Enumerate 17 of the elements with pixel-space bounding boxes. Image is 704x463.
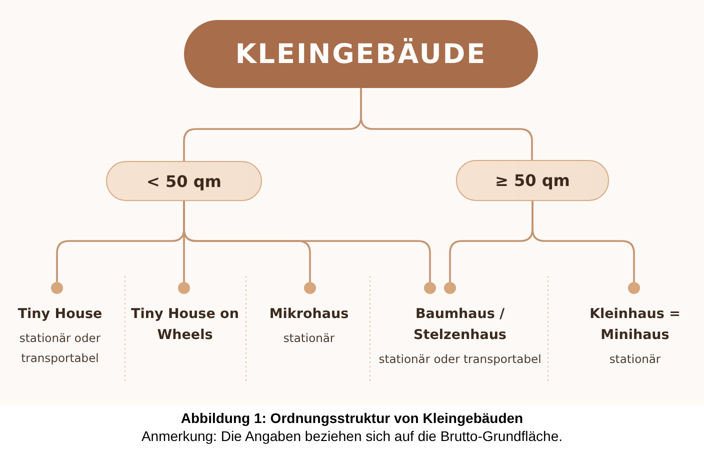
- category-title: Kleinhaus = Minihaus: [588, 305, 682, 345]
- category-pill: < 50 qm: [106, 161, 262, 201]
- category-pill: KLEINGEBÄUDE: [184, 20, 538, 88]
- category-note: stationär oder transportabel: [378, 351, 542, 368]
- category-title: Baumhaus / Stelzenhaus: [412, 305, 508, 345]
- connector-line: [532, 201, 635, 282]
- category-title: Tiny House on Wheels: [130, 305, 240, 345]
- category-title: Mikrohaus: [269, 305, 349, 324]
- category-note: stationär: [283, 330, 335, 347]
- category-note: stationär oder transportabel: [18, 330, 102, 367]
- connector-line: [360, 88, 533, 160]
- category-pill: ≥ 50 qm: [456, 160, 609, 201]
- category-note: stationär: [609, 351, 661, 368]
- category-title: Tiny House: [18, 305, 102, 324]
- caption-note: Anmerkung: Die Angaben beziehen sich auf die Brutto-Grundfläche.: [140, 428, 564, 444]
- figure-caption: Abbildung 1: Ordnungsstruktur von Kleingebäuden: [180, 410, 524, 426]
- connector-line: [183, 201, 431, 282]
